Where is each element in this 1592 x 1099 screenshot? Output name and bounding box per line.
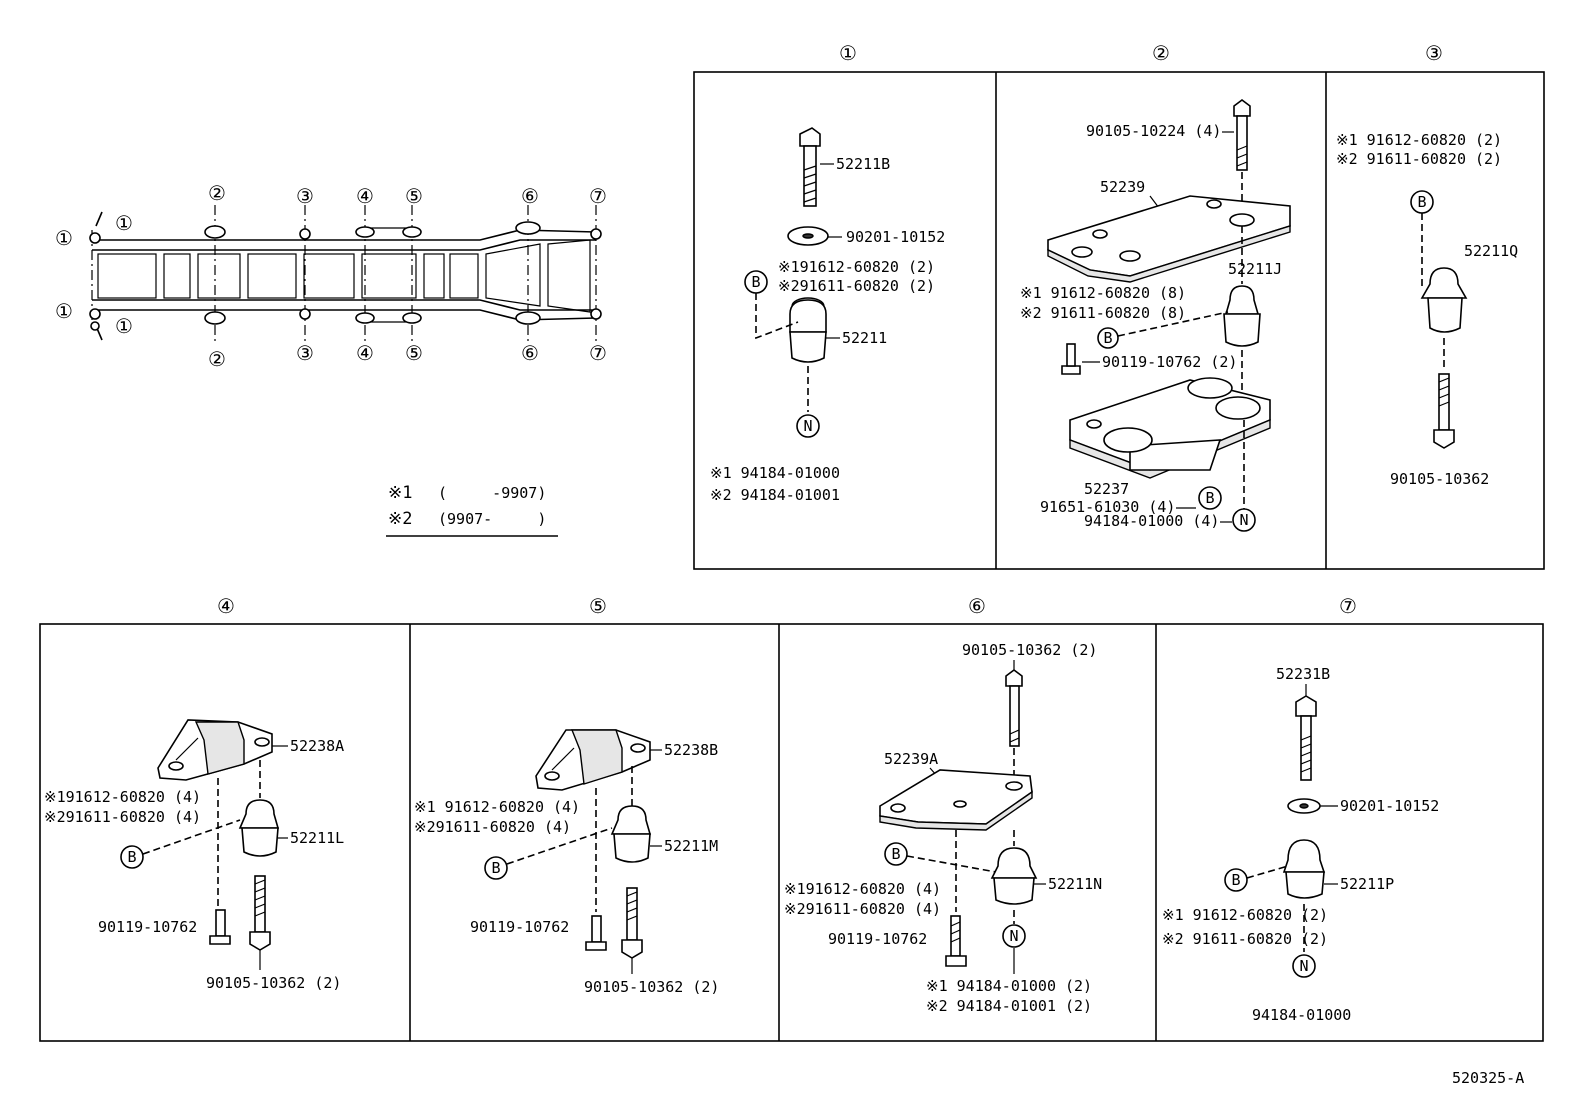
s3-note-2: ※2 91611-60820 (2) — [1336, 150, 1502, 168]
section-number-3: ③ — [1425, 41, 1443, 65]
s2-n-symbol: N — [1239, 511, 1248, 529]
s6-nut-2: ※2 94184-01001 (2) — [926, 997, 1092, 1015]
s2-bolt-label: 90105-10224 (4) — [1086, 122, 1221, 140]
s5-bracket-label: 52238B — [664, 741, 718, 759]
s2-lower-bracket-label: 52237 — [1084, 480, 1129, 498]
section-number-5: ⑤ — [589, 594, 607, 618]
s2-upper-bracket-label: 52239 — [1100, 178, 1145, 196]
s2-b-symbol-lower: B — [1205, 489, 1214, 507]
s7-note-1: ※1 91612-60820 (2) — [1162, 906, 1328, 924]
frame-overview — [89, 205, 602, 345]
s2-small-bolt-label: 90119-10762 (2) — [1102, 353, 1237, 371]
marker-1d: ① — [115, 314, 133, 338]
s4-note-2: ※291611-60820 (4) — [44, 808, 201, 826]
marker-2b: ② — [208, 347, 226, 371]
s2-n-part-label: 94184-01000 (4) — [1084, 512, 1219, 530]
s4-cushion-label: 52211L — [290, 829, 344, 847]
s2-b-symbol-upper: B — [1103, 329, 1112, 347]
s5-b-symbol: B — [491, 859, 500, 877]
section-7: 52231B 90201-10152 52211P B ※1 91612-608… — [1162, 665, 1439, 1024]
frame-marker-labels: ① ① ① ① ② ② ③ ③ ④ ④ ⑤ ⑤ ⑥ ⑥ ⑦ ⑦ — [55, 181, 607, 371]
s6-cushion-label: 52211N — [1048, 875, 1102, 893]
section-1: 52211B 90201-10152 ※191612-60820 (2) ※29… — [710, 127, 945, 504]
s1-washer-label: 90201-10152 — [846, 228, 945, 246]
s2-note-1: ※1 91612-60820 (8) — [1020, 284, 1186, 302]
date-legend: ※1 ( -9907) ※2 (9907- ) — [386, 483, 558, 537]
s4-b-symbol: B — [127, 848, 136, 866]
s7-b-symbol: B — [1231, 871, 1240, 889]
section-3: ※1 91612-60820 (2) ※2 91611-60820 (2) B … — [1336, 131, 1518, 488]
section-4: 52238A ※191612-60820 (4) ※291611-60820 (… — [44, 719, 344, 992]
s1-note-1: ※191612-60820 (2) — [778, 258, 935, 276]
s4-small-bolt-label: 90119-10762 — [98, 918, 197, 936]
s6-n-symbol: N — [1009, 927, 1018, 945]
marker-1b: ① — [55, 226, 73, 250]
section-6: 90105-10362 (2) 52239A B 52211N ※191612-… — [784, 641, 1102, 1015]
s7-cushion-label: 52211P — [1340, 875, 1394, 893]
section-2: 90105-10224 (4) 52239 52211J ※1 91612-60… — [1020, 99, 1291, 532]
s4-bracket-label: 52238A — [290, 737, 344, 755]
s1-cushion-label: 52211 — [842, 329, 887, 347]
s1-note-2: ※291611-60820 (2) — [778, 277, 935, 295]
s6-bolt-label: 90105-10362 (2) — [962, 641, 1097, 659]
s1-bolt-label: 52211B — [836, 155, 890, 173]
s7-n-symbol: N — [1299, 957, 1308, 975]
s6-note-2: ※291611-60820 (4) — [784, 900, 941, 918]
section-number-7: ⑦ — [1339, 594, 1357, 618]
marker-4b: ④ — [356, 341, 374, 365]
marker-3b: ③ — [296, 341, 314, 365]
bottom-panel-frame — [39, 623, 1544, 1042]
legend-range-1: ( -9907) — [438, 484, 546, 502]
marker-5b: ⑤ — [405, 341, 423, 365]
marker-7b: ⑦ — [589, 341, 607, 365]
marker-4a: ④ — [356, 184, 374, 208]
s7-washer-label: 90201-10152 — [1340, 797, 1439, 815]
s4-note-1: ※191612-60820 (4) — [44, 788, 201, 806]
marker-1a: ① — [115, 211, 133, 235]
s2-cushion-label: 52211J — [1228, 260, 1282, 278]
legend-mark-1: ※1 — [388, 483, 412, 503]
s6-small-bolt-label: 90119-10762 — [828, 930, 927, 948]
section-number-2: ② — [1152, 41, 1170, 65]
legend-mark-2: ※2 — [388, 509, 412, 529]
s3-bolt-label: 90105-10362 — [1390, 470, 1489, 488]
s1-b-symbol: B — [751, 273, 760, 291]
section-number-6: ⑥ — [968, 594, 986, 618]
marker-2a: ② — [208, 181, 226, 205]
s4-bolt-label: 90105-10362 (2) — [206, 974, 341, 992]
s6-b-symbol: B — [891, 845, 900, 863]
s1-nut-1: ※1 94184-01000 — [710, 464, 840, 482]
s2-note-2: ※2 91611-60820 (8) — [1020, 304, 1186, 322]
marker-6a: ⑥ — [521, 184, 539, 208]
section-number-4: ④ — [217, 594, 235, 618]
marker-3a: ③ — [296, 184, 314, 208]
s3-note-1: ※1 91612-60820 (2) — [1336, 131, 1502, 149]
s5-small-bolt-label: 90119-10762 — [470, 918, 569, 936]
legend-range-2: (9907- ) — [438, 510, 546, 528]
s6-bracket-label: 52239A — [884, 750, 938, 768]
s7-nut-label: 94184-01000 — [1252, 1006, 1351, 1024]
s1-n-symbol: N — [803, 417, 812, 435]
s5-note-2: ※291611-60820 (4) — [414, 818, 571, 836]
marker-6b: ⑥ — [521, 341, 539, 365]
section-number-1: ① — [839, 41, 857, 65]
s6-note-1: ※191612-60820 (4) — [784, 880, 941, 898]
document-code: 520325-A — [1452, 1069, 1524, 1087]
s6-nut-1: ※1 94184-01000 (2) — [926, 977, 1092, 995]
s3-cushion-label: 52211Q — [1464, 242, 1518, 260]
s5-note-1: ※1 91612-60820 (4) — [414, 798, 580, 816]
s3-b-symbol: B — [1417, 193, 1426, 211]
marker-5a: ⑤ — [405, 184, 423, 208]
s7-note-2: ※2 91611-60820 (2) — [1162, 930, 1328, 948]
marker-7a: ⑦ — [589, 184, 607, 208]
s5-bolt-label: 90105-10362 (2) — [584, 978, 719, 996]
s5-cushion-label: 52211M — [664, 837, 718, 855]
s7-bolt-label: 52231B — [1276, 665, 1330, 683]
marker-1c: ① — [55, 299, 73, 323]
s1-nut-2: ※2 94184-01001 — [710, 486, 840, 504]
section-5: 52238B ※1 91612-60820 (4) ※291611-60820 … — [414, 729, 719, 996]
top-panel-frame — [693, 71, 1545, 570]
s2-b-part-label: 91651-61030 (4) — [1040, 498, 1175, 516]
